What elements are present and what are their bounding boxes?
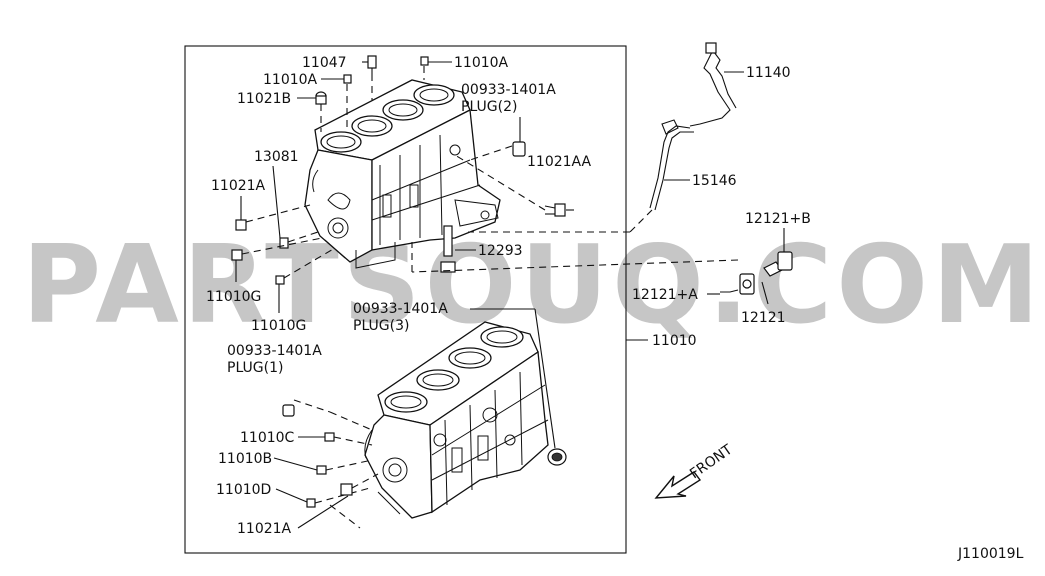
callout-plug3-text[interactable]: PLUG(3): [353, 318, 409, 334]
diagram-code: J110019L: [957, 546, 1024, 562]
callout-12121B[interactable]: 12121+B: [745, 211, 811, 227]
callout-11021A-bottom[interactable]: 11021A: [237, 521, 292, 537]
callout-11010G-1[interactable]: 11010G: [206, 289, 261, 305]
callout-plug3-number[interactable]: 00933-1401A: [353, 301, 448, 317]
part-13081[interactable]: [279, 237, 289, 249]
callout-12293[interactable]: 12293: [478, 243, 523, 259]
callout-12121[interactable]: 12121: [741, 310, 786, 326]
part-11021A-left[interactable]: [235, 219, 247, 231]
callout-11047[interactable]: 11047: [302, 55, 347, 71]
callout-11021B[interactable]: 11021B: [237, 91, 291, 107]
part-11021A-bottom[interactable]: [340, 483, 353, 496]
callout-13081[interactable]: 13081: [254, 149, 299, 165]
callout-11021AA[interactable]: 11021AA: [527, 154, 592, 170]
callout-11010[interactable]: 11010: [652, 333, 697, 349]
callout-12121A[interactable]: 12121+A: [632, 287, 698, 303]
part-11047[interactable]: [367, 55, 377, 74]
watermark: PARTSOUQ.COM: [22, 223, 1043, 348]
part-11010C[interactable]: [324, 432, 335, 442]
front-arrow-icon: [654, 471, 702, 499]
callout-11140[interactable]: 11140: [746, 65, 791, 81]
callout-11010G-2[interactable]: 11010G: [251, 318, 306, 334]
part-11021B[interactable]: [315, 91, 327, 105]
callout-11021A-left[interactable]: 11021A: [211, 178, 266, 194]
part-11021AA[interactable]: [544, 203, 566, 217]
callout-11010C[interactable]: 11010C: [240, 430, 295, 446]
part-11010G-2[interactable]: [275, 275, 285, 285]
callout-plug1-text[interactable]: PLUG(1): [227, 360, 283, 376]
callout-11010A-left[interactable]: 11010A: [263, 72, 318, 88]
part-plug-2[interactable]: [512, 141, 526, 157]
upper-cylinder-block: [304, 79, 501, 269]
part-11010A-left[interactable]: [343, 74, 352, 84]
callout-11010A-top[interactable]: 11010A: [454, 55, 509, 71]
group-frame: [184, 45, 627, 554]
callout-plug2-number[interactable]: 00933-1401A: [461, 82, 556, 98]
part-11010B[interactable]: [316, 465, 327, 475]
callout-15146[interactable]: 15146: [692, 173, 737, 189]
part-plug-3[interactable]: [547, 448, 567, 466]
part-12293[interactable]: [440, 225, 456, 273]
part-11010D[interactable]: [306, 498, 316, 508]
part-11010G-1[interactable]: [231, 249, 243, 261]
lower-cylinder-block: [364, 321, 549, 519]
front-label: FRONT: [687, 441, 736, 482]
part-11010A-top[interactable]: [420, 56, 429, 66]
part-15146-guide[interactable]: [649, 119, 694, 211]
part-plug-1[interactable]: [282, 404, 295, 417]
callout-11010B[interactable]: 11010B: [218, 451, 272, 467]
callout-plug1-number[interactable]: 00933-1401A: [227, 343, 322, 359]
callout-plug2-text[interactable]: PLUG(2): [461, 99, 517, 115]
callout-11010D[interactable]: 11010D: [216, 482, 271, 498]
part-11140-dipstick[interactable]: [689, 42, 737, 127]
part-12121-sensor[interactable]: [720, 251, 793, 295]
